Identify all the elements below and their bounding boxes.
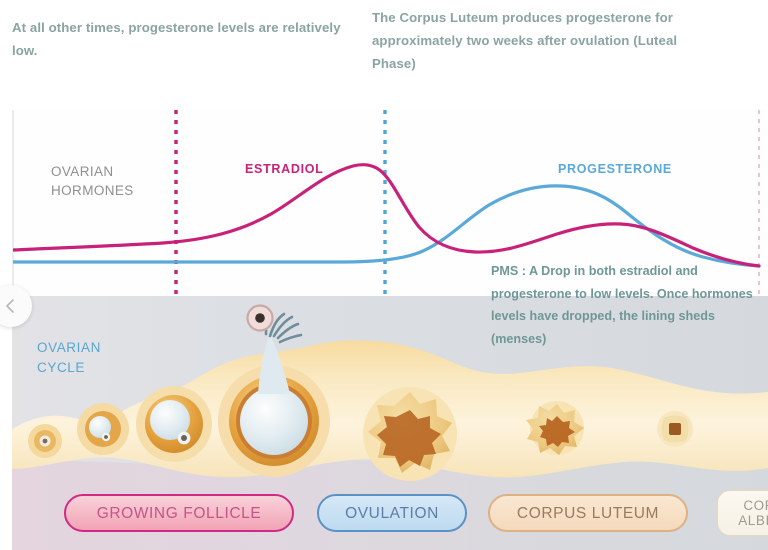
follicle-secondary bbox=[136, 386, 212, 462]
ovum-neck bbox=[258, 334, 290, 394]
corpus-luteum-large bbox=[363, 387, 457, 481]
corpus-luteum-regressing bbox=[526, 401, 584, 455]
phase-pill-ovulation-label: OVULATION bbox=[345, 504, 439, 522]
legend-progesterone: PROGESTERONE bbox=[558, 162, 672, 176]
chart-axis-label: OVARIAN HORMONES bbox=[51, 164, 134, 198]
follicle-graafian-ovulating bbox=[218, 304, 330, 477]
estradiol-curve bbox=[13, 163, 761, 268]
ovarian-cycle-illustration: OVARIAN CYCLE GROWING FOLLICLE OVULATION… bbox=[12, 296, 768, 550]
progesterone-curve bbox=[13, 184, 761, 268]
legend-estradiol: ESTRADIOL bbox=[245, 162, 324, 176]
phase-pill-corpus-luteum[interactable]: CORPUS LUTEUM bbox=[488, 494, 688, 532]
hormone-chart-svg bbox=[13, 110, 761, 298]
follicle-primordial bbox=[28, 424, 62, 458]
annotation-corpus-luteum: The Corpus Luteum produces progesterone … bbox=[372, 10, 678, 71]
chevron-left-icon bbox=[6, 299, 14, 313]
corpus-albicans bbox=[657, 411, 693, 447]
phase-pill-corpus-albicans[interactable]: CORPUS ALBICANS bbox=[716, 489, 768, 537]
annotation-pms: PMS : A Drop in both estradiol and proge… bbox=[491, 264, 753, 346]
ovarian-cycle-title: OVARIAN CYCLE bbox=[37, 340, 101, 375]
phase-pill-corpus-albicans-label: CORPUS ALBICANS bbox=[738, 498, 768, 528]
hormone-chart: OVARIAN HORMONES ESTRADIOL PROGESTERONE bbox=[12, 110, 768, 298]
phase-pill-ovulation[interactable]: OVULATION bbox=[317, 494, 467, 532]
follicle-primary bbox=[77, 403, 129, 455]
phase-pill-corpus-luteum-label: CORPUS LUTEUM bbox=[516, 504, 660, 522]
phase-pill-growing-follicle[interactable]: GROWING FOLLICLE bbox=[64, 494, 294, 532]
phase-pill-growing-follicle-label: GROWING FOLLICLE bbox=[96, 504, 262, 522]
corpus-luteum-core bbox=[377, 410, 441, 467]
annotation-progesterone-low: At all other times, progesterone levels … bbox=[12, 20, 341, 58]
